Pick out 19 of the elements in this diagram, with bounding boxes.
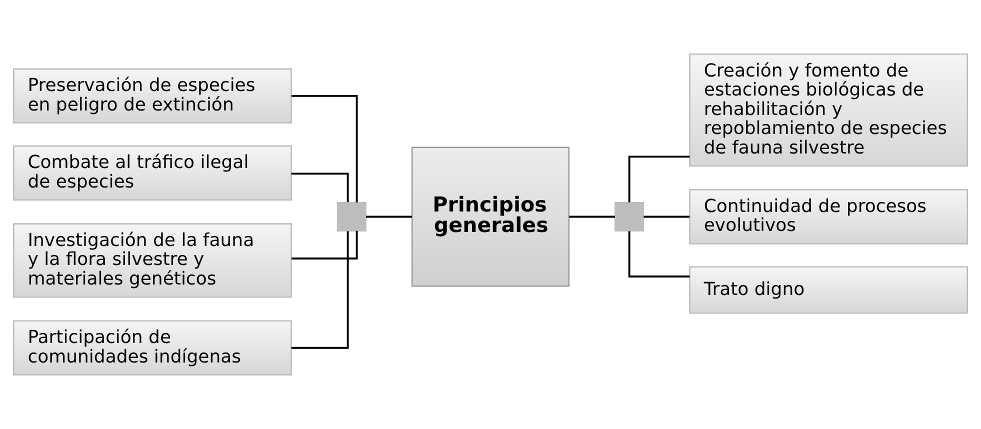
connector [628,156,690,202]
connector [366,216,412,218]
connector [628,231,690,278]
node-box: Principios generales [411,146,570,287]
node-box: Continuidad de procesos evolutivos [689,189,968,244]
connector [292,230,358,260]
node-box: Combate al tráfico ilegal de especies [12,145,292,201]
connector [644,216,690,218]
connector [569,216,615,218]
node-box: Preservación de especies en peligro de extinción [12,68,292,124]
node-box [614,202,644,232]
node-box: Creación y fomento de estaciones biológicas de rehabilitación y repoblamiento de especies de fauna silvestre [689,54,968,167]
connector [292,94,358,202]
connector [291,172,349,202]
node-box: Trato digno [689,266,968,314]
node-box: Participación de comunidades indígenas [12,320,292,376]
node-box [336,202,366,232]
node-box: Investigación de la fauna y la flora silvestre y materiales genéticos [12,223,292,298]
connector [291,231,349,349]
